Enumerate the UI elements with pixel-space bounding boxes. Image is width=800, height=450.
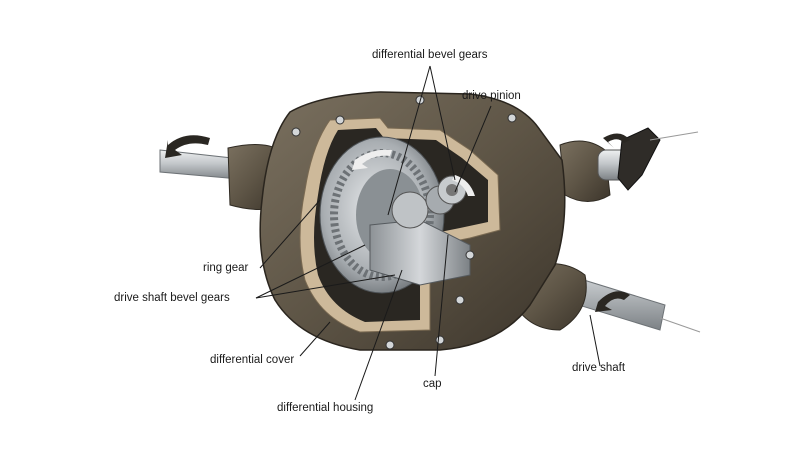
label-differential-housing: differential housing: [277, 402, 374, 414]
label-differential-bevel-gears: differential bevel gears: [372, 49, 488, 61]
rotation-arrow-icon: [165, 133, 630, 312]
input-flange: [559, 127, 699, 202]
label-drive-shaft: drive shaft: [572, 362, 626, 374]
label-cap: cap: [423, 378, 442, 390]
bolt-icon: [291, 95, 517, 350]
label-drive-shaft-bevel-gears: drive shaft bevel gears: [114, 292, 230, 304]
leader-lines: [255, 65, 601, 401]
label-differential-cover: differential cover: [210, 354, 295, 366]
label-ring-gear: ring gear: [203, 262, 249, 274]
label-drive-pinion: drive pinion: [462, 90, 521, 102]
